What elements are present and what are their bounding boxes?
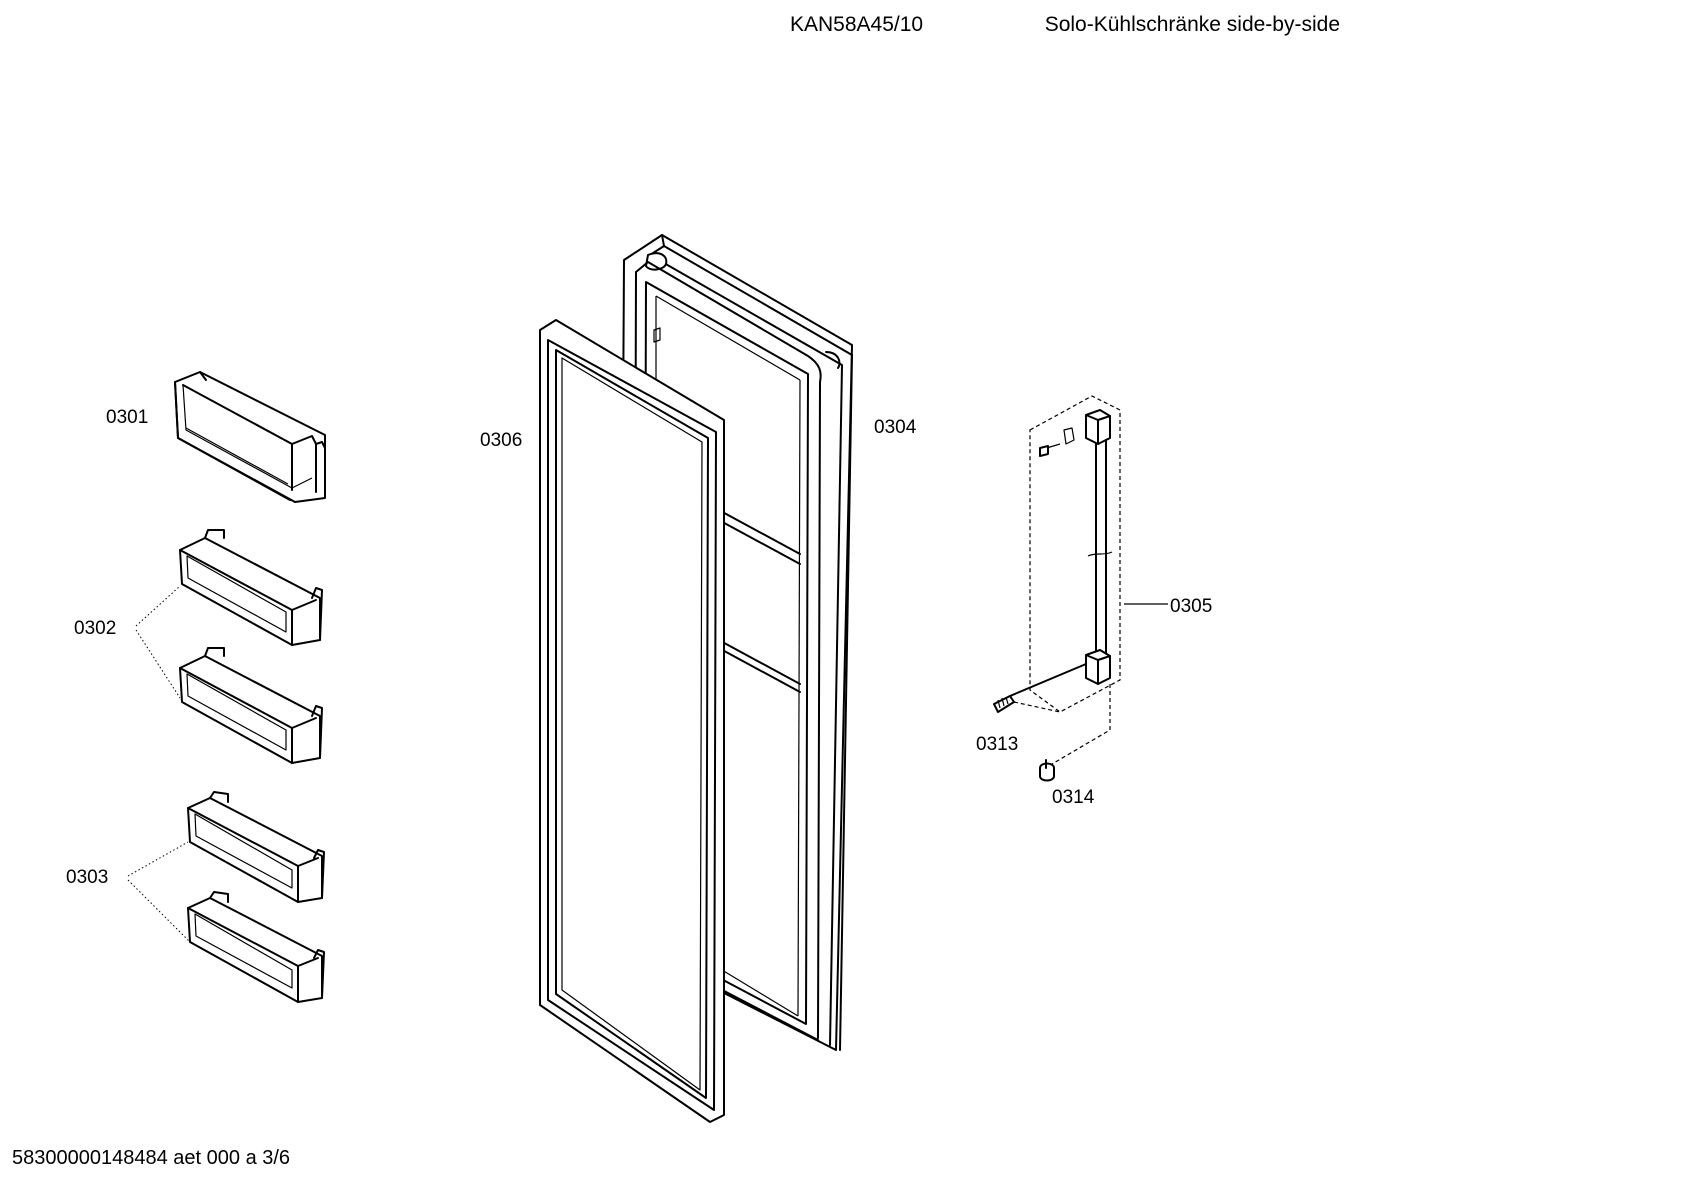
part-0313-screw bbox=[993, 663, 1087, 713]
part-0303-shelf-top bbox=[187, 791, 325, 903]
label-0303: 0303 bbox=[66, 867, 109, 888]
document-footer: 58300000148484 aet 000 a 3/6 bbox=[12, 1147, 291, 1169]
label-0304: 0304 bbox=[874, 417, 917, 438]
part-0305-handle bbox=[1029, 395, 1121, 713]
label-0305: 0305 bbox=[1170, 596, 1213, 617]
part-0302-shelf-top bbox=[179, 529, 323, 646]
part-0306-door-gasket bbox=[539, 319, 725, 1123]
part-0303-shelf-bottom bbox=[187, 891, 325, 1003]
leader-lines bbox=[127, 585, 1168, 943]
product-category: Solo-Kühlschränke side-by-side bbox=[1044, 13, 1340, 36]
part-0302-shelf-bottom bbox=[179, 647, 323, 764]
label-0301: 0301 bbox=[106, 407, 149, 428]
part-0314-screw bbox=[1039, 759, 1055, 782]
label-0314: 0314 bbox=[1052, 787, 1095, 808]
label-0313: 0313 bbox=[976, 734, 1019, 755]
label-0302: 0302 bbox=[74, 618, 117, 639]
label-0306: 0306 bbox=[480, 430, 523, 451]
part-0301-shelf bbox=[174, 371, 326, 503]
model-number: KAN58A45/10 bbox=[790, 13, 924, 36]
